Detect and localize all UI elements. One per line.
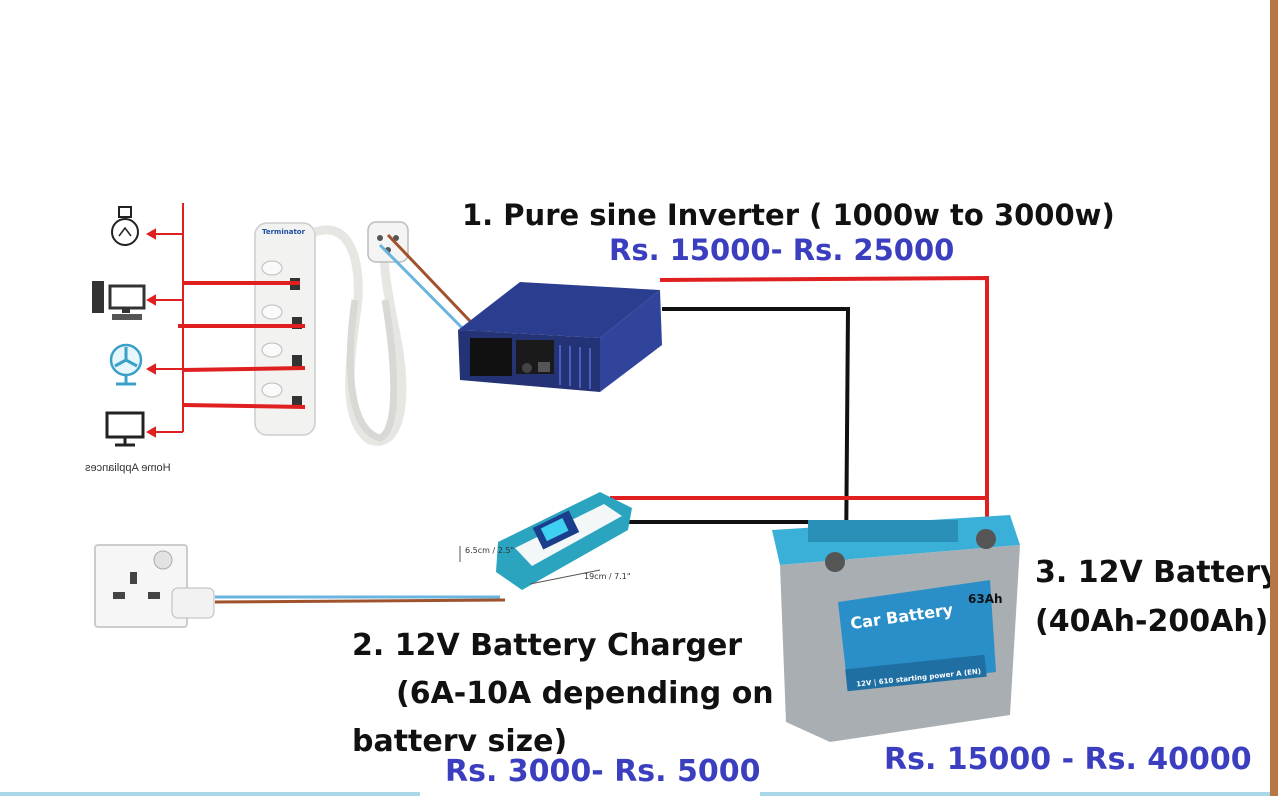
battery-title-line1: 3. 12V Battery <box>1035 555 1278 590</box>
appliance-feed-lines <box>145 203 184 438</box>
monitor-icon <box>105 411 145 447</box>
bulb-icon <box>111 206 139 246</box>
charger-dim-width: 19cm / 7.1" <box>584 572 631 581</box>
battery-capacity-label: 63Ah <box>968 592 1003 606</box>
charger-subtitle-line1: (6A-10A depending on <box>396 676 774 711</box>
power-strip <box>254 221 409 446</box>
battery-price: Rs. 15000 - Rs. 40000 <box>884 742 1252 777</box>
charger-subtitle-line2: batterv size) <box>352 724 568 759</box>
charger-dc-wires <box>610 496 987 524</box>
bottom-accent-line-left <box>0 792 420 796</box>
wall-socket-image <box>94 544 215 628</box>
charger-dim-height: 6.5cm / 2.5" <box>465 546 515 555</box>
right-edge-border <box>1270 0 1278 796</box>
charger-price: Rs. 3000- Rs. 5000 <box>439 754 767 789</box>
appliances-caption: Home Appliances <box>85 462 171 474</box>
inverter-title: 1. Pure sine Inverter ( 1000w to 3000w) <box>462 198 1115 232</box>
battery-image <box>772 515 1020 742</box>
battery-title-line2: (40Ah-200Ah) <box>1035 604 1269 639</box>
charger-image <box>459 492 632 590</box>
inverter-price: Rs. 15000- Rs. 25000 <box>609 233 955 267</box>
charger-title: 2. 12V Battery Charger <box>352 628 743 663</box>
bottom-accent-line-right <box>760 792 1270 796</box>
ac-input-wires <box>214 595 506 604</box>
computer-icon <box>92 281 146 320</box>
inverter-dc-wires <box>659 275 989 561</box>
strip-brand-label: Terminator <box>262 228 306 236</box>
strip-output-wires <box>178 281 306 409</box>
inverter-image <box>458 282 662 392</box>
fan-icon <box>109 343 143 386</box>
